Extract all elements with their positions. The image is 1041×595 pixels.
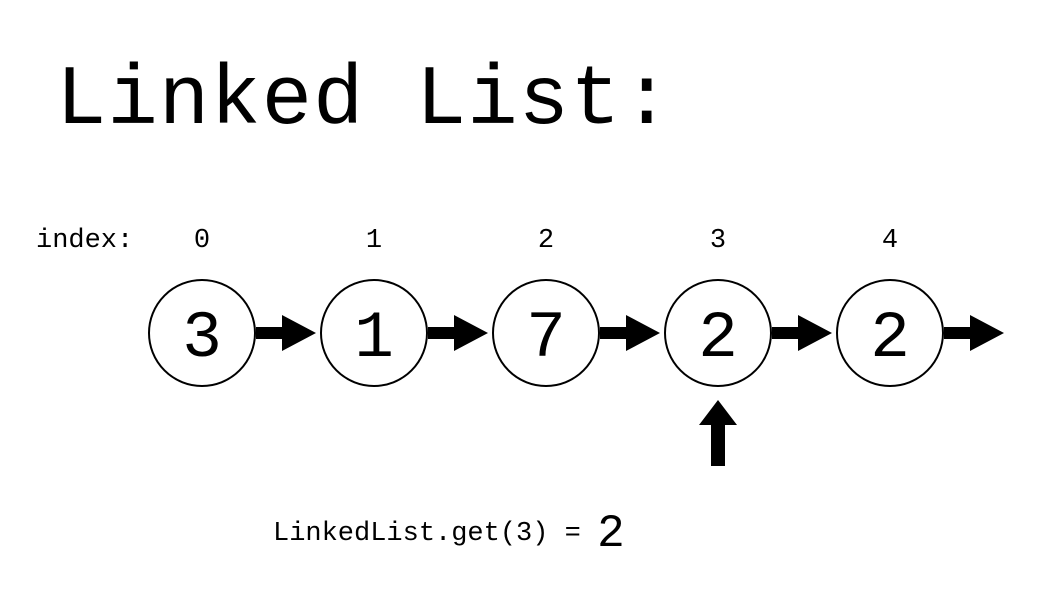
- index-number: 0: [194, 226, 210, 256]
- node-value: 3: [182, 301, 222, 376]
- result-value: 2: [597, 508, 625, 560]
- node-circle: [320, 279, 428, 387]
- result-line: LinkedList.get(3) = 2: [273, 508, 625, 560]
- nodes-layer: 0 3 1 1 2 7 3 2 4 2: [148, 226, 1004, 387]
- result-expression: LinkedList.get(3) =: [273, 519, 598, 549]
- pointer-arrow: [699, 400, 737, 466]
- index-number: 2: [538, 226, 554, 256]
- node-circle: [836, 279, 944, 387]
- index-label: index:: [36, 226, 133, 256]
- node-value: 2: [698, 301, 738, 376]
- next-arrow: [600, 315, 660, 351]
- pointer-layer: [699, 400, 737, 466]
- next-arrow: [428, 315, 488, 351]
- page-title: Linked List:: [56, 54, 673, 149]
- node-value: 1: [354, 301, 394, 376]
- next-arrow: [256, 315, 316, 351]
- index-number: 1: [366, 226, 382, 256]
- node-value: 2: [870, 301, 910, 376]
- node-circle: [664, 279, 772, 387]
- index-number: 4: [882, 226, 898, 256]
- node-circle: [492, 279, 600, 387]
- node-value: 7: [526, 301, 566, 376]
- next-arrow: [944, 315, 1004, 351]
- next-arrow: [772, 315, 832, 351]
- index-number: 3: [710, 226, 726, 256]
- node-circle: [148, 279, 256, 387]
